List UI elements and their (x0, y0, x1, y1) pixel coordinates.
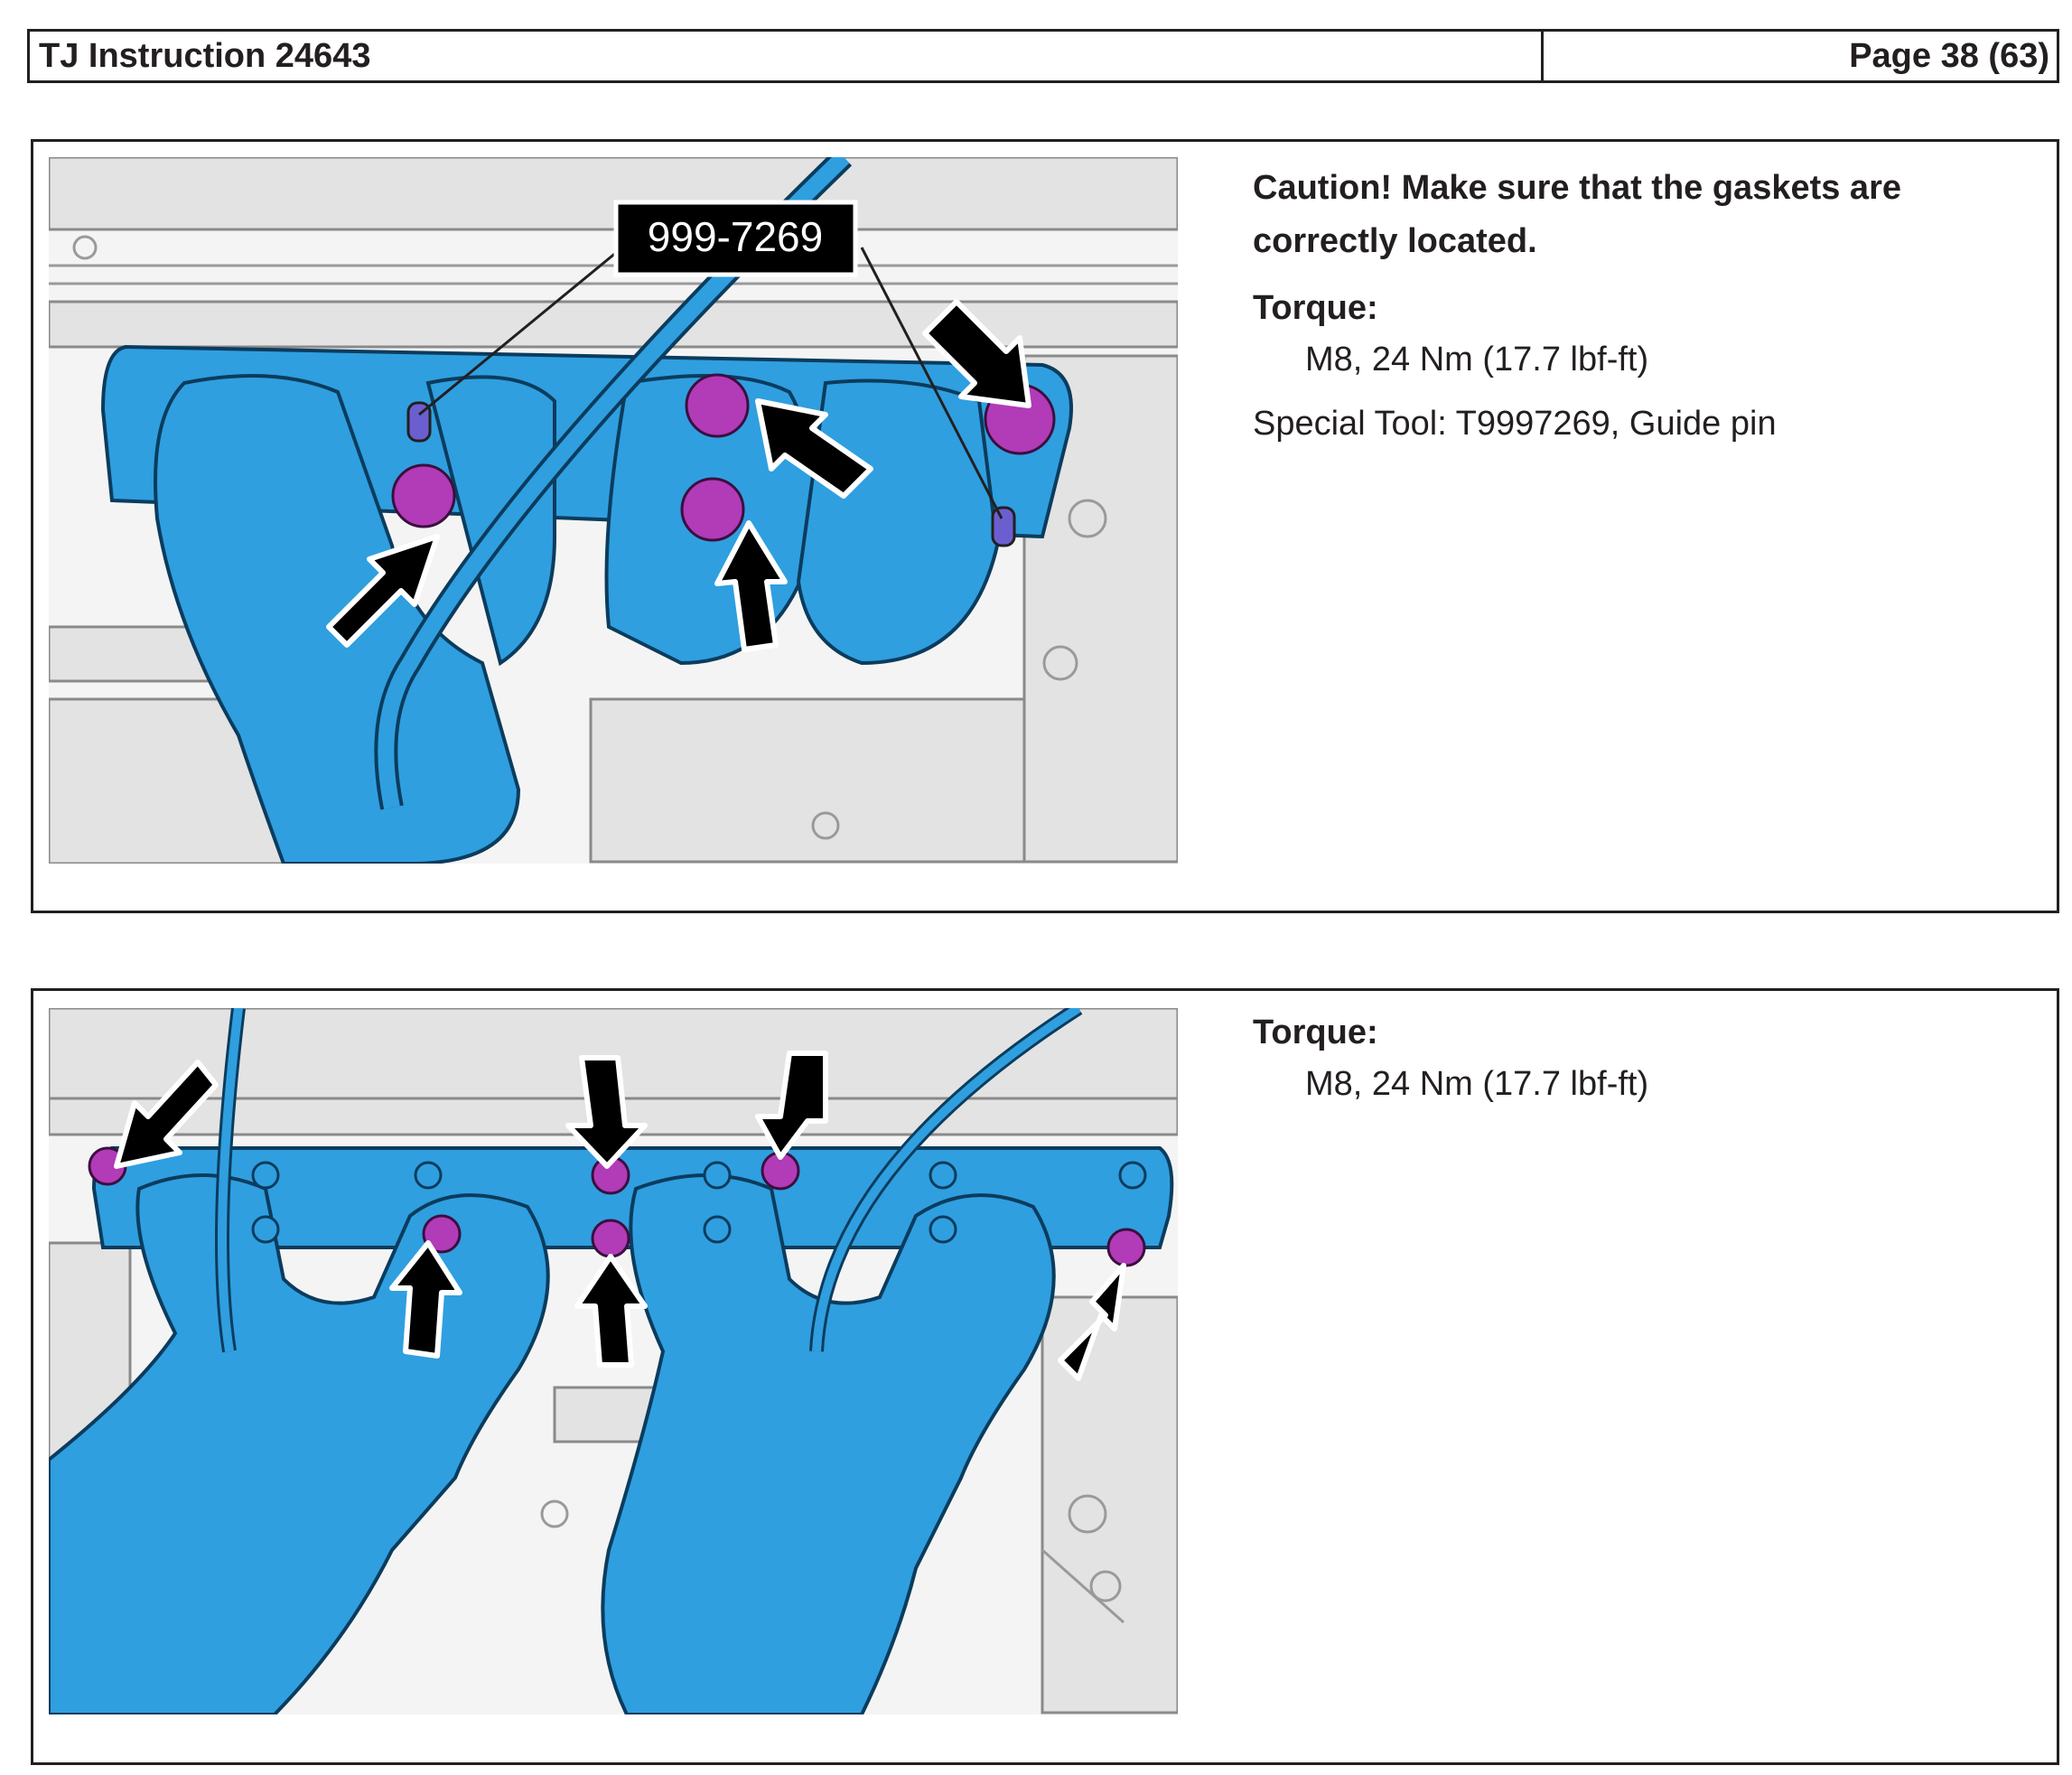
document-header: TJ Instruction 24643 Page 38 (63) (27, 29, 2059, 83)
illustration-exhaust-manifold-install: 999-7269 (49, 157, 1178, 864)
step-panel-2: Torque: M8, 24 Nm (17.7 lbf-ft) (31, 988, 2059, 1765)
torque-label: Torque: (1253, 1014, 1378, 1051)
torque-value: M8, 24 Nm (17.7 lbf-ft) (1305, 1065, 1649, 1103)
torque-label: Torque: (1253, 288, 1378, 327)
special-tool-text: Special Tool: T9997269, Guide pin (1253, 404, 1777, 443)
caution-text: Caution! Make sure that the gaskets are … (1253, 169, 1901, 260)
document-title: TJ Instruction 24643 (30, 32, 1544, 80)
step2-text: Torque: M8, 24 Nm (17.7 lbf-ft) (1253, 1007, 2030, 1123)
step1-text: Caution! Make sure that the gaskets are … (1253, 162, 2030, 450)
page-number: Page 38 (63) (1849, 36, 2049, 75)
callout-box (613, 200, 858, 277)
step-panel-1: 999-7269 Caution! Make sure that the gas… (31, 139, 2059, 913)
illustration-exhaust-manifold-torque (49, 1008, 1178, 1714)
callout-tool-number: 999-7269 (648, 213, 823, 260)
torque-value: M8, 24 Nm (17.7 lbf-ft) (1305, 340, 1649, 378)
